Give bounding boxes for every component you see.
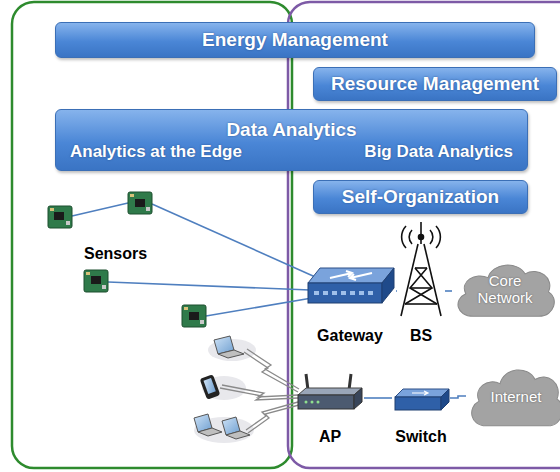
network-device: Switch <box>392 386 450 447</box>
device-label: Gateway <box>304 326 396 346</box>
network-cloud: Internet <box>466 360 560 432</box>
function-band: Data AnalyticsAnalytics at the Edge Big D… <box>55 109 528 171</box>
function-band: Energy Management <box>55 22 535 58</box>
band-heading: Resource Management <box>314 73 556 95</box>
function-band: Self-Organization <box>313 180 528 214</box>
gateway-icon <box>308 268 394 303</box>
switch-icon <box>395 389 449 410</box>
band-heading: Data Analytics <box>56 119 527 141</box>
network-device: Gateway <box>304 264 396 346</box>
band-subheading: Big Data Analytics <box>364 141 513 162</box>
device-label: BS <box>397 326 445 346</box>
band-subrow: Analytics at the Edge Big Data Analytics <box>56 141 527 162</box>
band-heading: Energy Management <box>56 29 534 51</box>
band-subheading: Analytics at the Edge <box>70 141 242 162</box>
cloud-label: Core Network <box>469 272 541 306</box>
network-device: BS <box>397 220 445 346</box>
wireless-links <box>220 349 299 433</box>
function-band: Resource Management <box>313 67 557 101</box>
network-link <box>445 290 452 292</box>
device-label: AP <box>296 427 364 447</box>
network-link <box>450 396 466 398</box>
cloud-outline <box>472 370 560 426</box>
band-heading: Self-Organization <box>314 186 527 208</box>
sensor-wires <box>72 203 322 316</box>
device-label: Switch <box>392 427 450 447</box>
network-region <box>288 2 560 468</box>
group-label: Sensors <box>84 244 147 264</box>
cloud-outline <box>458 265 554 316</box>
base-station-tower <box>401 222 441 316</box>
sensor-boards <box>48 192 206 327</box>
network-cloud: Core Network <box>452 256 558 322</box>
network-link <box>364 397 392 399</box>
cloud-label: Internet <box>491 388 542 405</box>
network-device: AP <box>296 372 364 447</box>
access-point-icon <box>298 374 362 409</box>
network-link <box>396 290 397 292</box>
edge-region <box>12 2 292 468</box>
